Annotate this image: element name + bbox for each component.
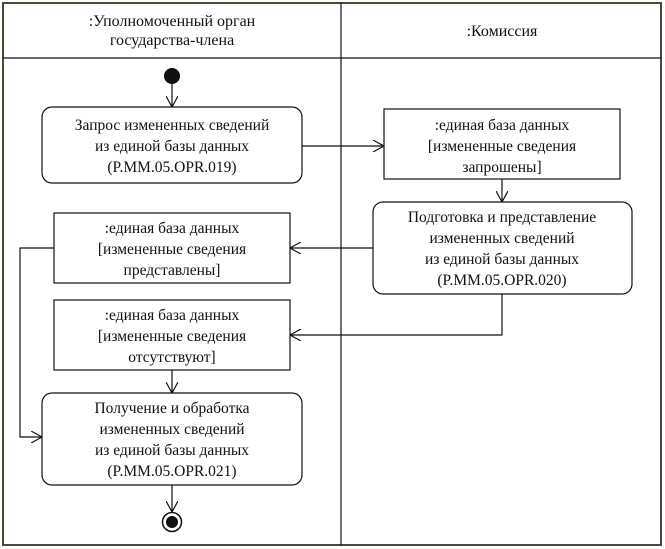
- action-text-line: Подготовка и представление: [408, 209, 596, 226]
- object-text-line: :единая база данных: [105, 307, 240, 324]
- action-text-line: измененных сведений: [99, 421, 244, 438]
- object-text-line: отсутствуют]: [128, 349, 215, 366]
- lane-header-commission: :Комиссия: [467, 23, 538, 40]
- object-text-line: [измененные сведения: [428, 138, 576, 155]
- action-node-019: Запрос измененных сведений из единой баз…: [41, 106, 303, 184]
- edge-020-to-absent: [290, 294, 503, 335]
- lane-title-line: :Уполномоченный орган: [89, 13, 256, 30]
- action-text-line: Получение и обработка: [94, 400, 249, 417]
- action-text-line: (P.MM.05.OPR.019): [107, 159, 236, 176]
- action-text-line: из единой базы данных: [425, 251, 579, 268]
- lane-header-member: :Уполномоченный орган государства-члена: [89, 13, 256, 49]
- object-text-line: [измененные сведения: [98, 328, 246, 345]
- initial-node: [164, 68, 180, 84]
- action-text-line: (P.MM.05.OPR.020): [437, 272, 566, 289]
- object-node-presented: :единая база данных [измененные сведения…: [53, 212, 291, 284]
- edge-presented-to-021: [19, 247, 54, 437]
- action-text-line: Запрос измененных сведений: [75, 117, 270, 134]
- object-node-requested: :единая база данных [измененные сведения…: [383, 108, 621, 180]
- object-text-line: запрошены]: [462, 159, 541, 176]
- action-text-line: измененных сведений: [429, 230, 574, 247]
- object-text-line: [измененные сведения: [98, 241, 246, 258]
- final-node: [161, 511, 183, 533]
- object-text-line: :единая база данных: [105, 220, 240, 237]
- action-text-line: из единой базы данных: [95, 138, 249, 155]
- lane-title-line: :Комиссия: [467, 23, 538, 40]
- action-text-line: из единой базы данных: [95, 442, 249, 459]
- object-text-line: представлены]: [124, 262, 221, 279]
- action-text-line: (P.MM.05.OPR.021): [107, 463, 236, 480]
- object-node-absent: :единая база данных [измененные сведения…: [53, 299, 291, 371]
- action-node-021: Получение и обработка измененных сведени…: [41, 392, 303, 486]
- lane-title-line: государства-члена: [110, 32, 234, 49]
- action-node-020: Подготовка и представление измененных св…: [372, 201, 633, 295]
- object-text-line: :единая база данных: [435, 117, 570, 134]
